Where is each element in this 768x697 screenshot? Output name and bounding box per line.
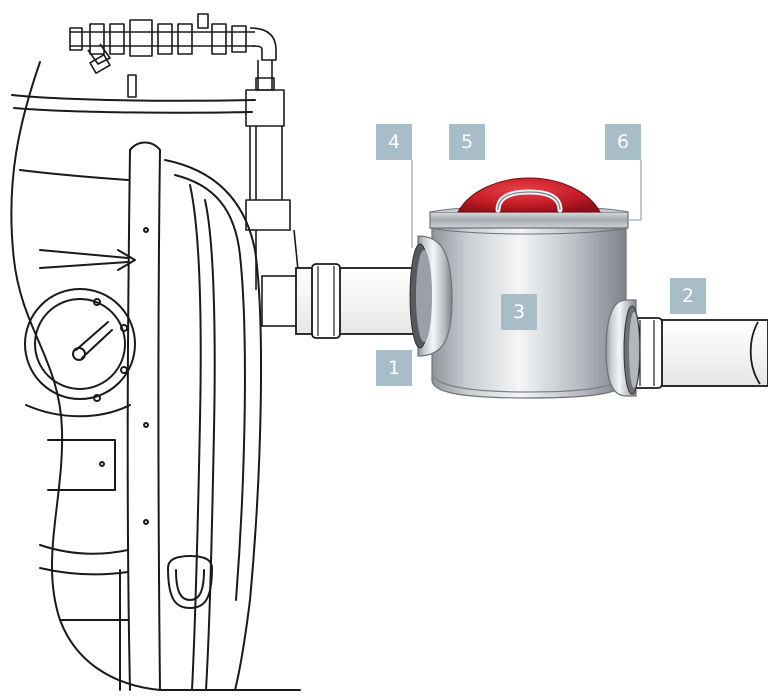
separator-tank-body [10,61,301,691]
outlet-pipe [629,317,768,389]
top-valve-assembly [69,13,301,291]
callout-3: 3 [501,294,537,330]
callout-2: 2 [670,278,706,314]
callout-4: 4 [376,124,412,160]
callout-6: 6 [605,124,641,160]
inlet-pipe [261,263,417,339]
leader-6 [628,160,642,221]
trap-housing [409,177,641,399]
callout-1: 1 [376,350,412,386]
leader-lines [411,160,642,248]
callout-5: 5 [449,124,485,160]
